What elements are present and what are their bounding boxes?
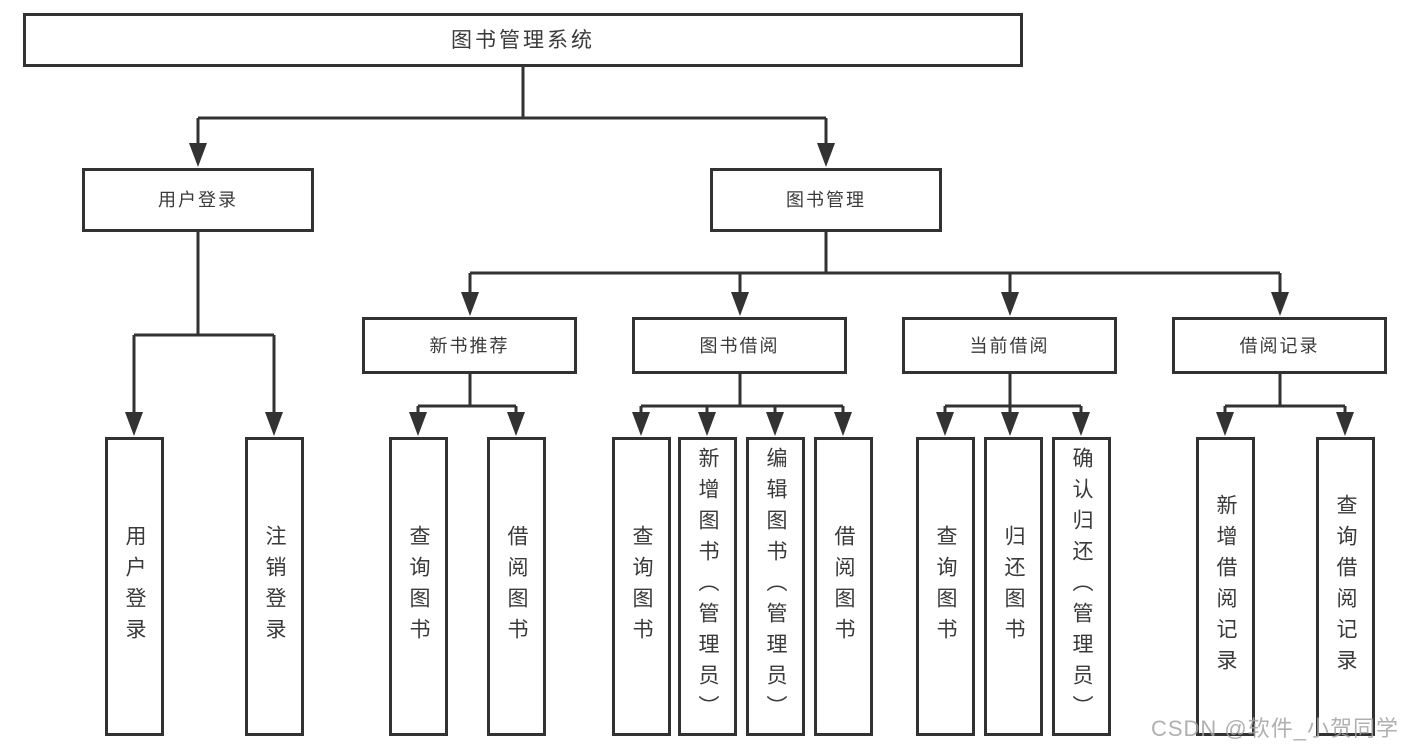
leaf-query-books-borrow: 查询图书	[612, 437, 671, 736]
leaf-query-books-recommend: 查询图书	[389, 437, 448, 736]
node-library-management-system: 图书管理系统	[23, 13, 1023, 67]
node-book-borrow: 图书借阅	[632, 317, 847, 374]
leaf-logout: 注销登录	[245, 437, 304, 736]
leaf-borrow-books: 借阅图书	[814, 437, 873, 736]
node-user-login-branch: 用户登录	[82, 168, 314, 232]
leaf-add-books-admin: 新增图书（管理员）	[678, 437, 737, 736]
node-new-book-recommend: 新书推荐	[362, 317, 577, 374]
leaf-query-borrow-record: 查询借阅记录	[1316, 437, 1375, 736]
leaf-user-login: 用户登录	[105, 437, 164, 736]
leaf-query-books-current: 查询图书	[916, 437, 975, 736]
leaf-add-borrow-record: 新增借阅记录	[1196, 437, 1255, 736]
node-book-management-branch: 图书管理	[710, 168, 942, 232]
node-borrow-record: 借阅记录	[1172, 317, 1387, 374]
leaf-edit-books-admin: 编辑图书（管理员）	[746, 437, 805, 736]
leaf-confirm-return-admin: 确认归还（管理员）	[1052, 437, 1111, 736]
node-current-borrow: 当前借阅	[902, 317, 1117, 374]
leaf-borrow-books-recommend: 借阅图书	[487, 437, 546, 736]
csdn-watermark: CSDN @软件_小贺同学	[1150, 716, 1399, 741]
leaf-return-books: 归还图书	[984, 437, 1043, 736]
